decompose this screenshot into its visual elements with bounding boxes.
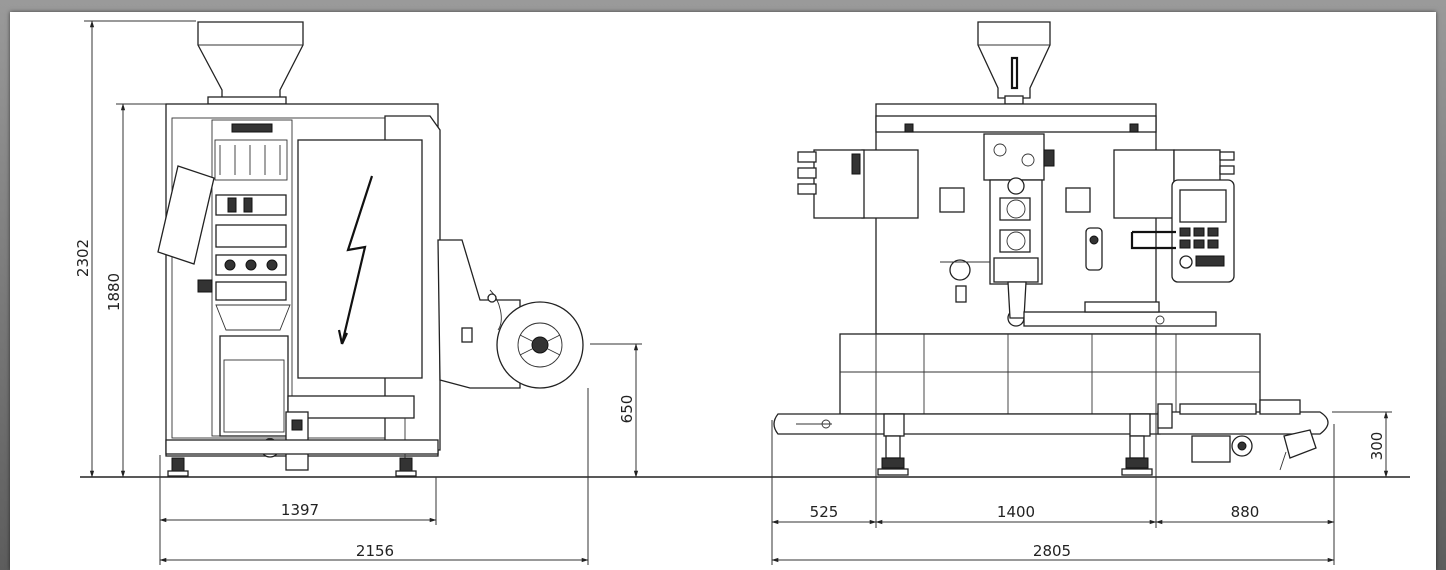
dim-front-total-width: 2805: [1033, 542, 1071, 560]
dim-front-frame-width: 1400: [997, 503, 1035, 521]
front-conveyor: [773, 413, 1161, 435]
front-hopper: [977, 21, 1051, 99]
lightning-symbol: [337, 175, 374, 345]
dim-frame-height: 1880: [105, 273, 123, 311]
dim-side-frame-width: 1397: [281, 501, 319, 519]
side-tilted-panel: [157, 165, 215, 265]
drawing-sheet: 2302 1880 650 1397 2156: [10, 12, 1436, 570]
technical-drawing: 2302 1880 650 1397 2156: [74, 20, 1410, 565]
dim-side-total-width: 2156: [356, 542, 394, 560]
side-hopper: [197, 21, 304, 103]
side-view-dimensions: [84, 20, 642, 565]
side-view-machine: [157, 21, 584, 477]
side-door-panel: [297, 139, 423, 379]
front-view-dimensions: [771, 334, 1392, 565]
motor: [1191, 435, 1231, 463]
front-view-machine: [773, 21, 1329, 476]
dim-total-height: 2302: [74, 239, 92, 277]
dim-conveyor-height: 300: [1368, 432, 1386, 461]
dim-right-offset: 880: [1231, 503, 1260, 521]
front-base-block: [839, 333, 1261, 415]
dim-left-offset: 525: [810, 503, 839, 521]
dim-film-roll-height: 650: [618, 395, 636, 424]
